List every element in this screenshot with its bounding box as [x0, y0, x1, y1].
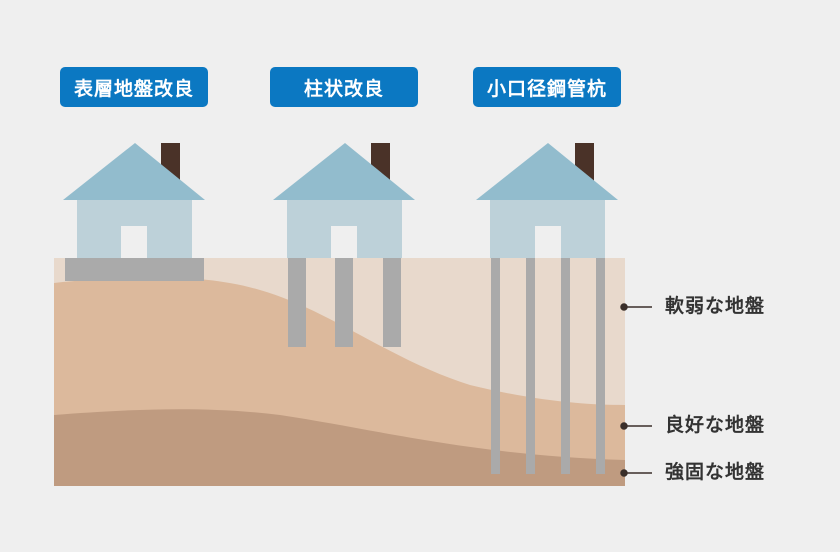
column-pile — [335, 258, 353, 347]
leader-lines — [620, 303, 652, 477]
column-pile — [288, 258, 306, 347]
house-steel-pipe-pile — [476, 143, 618, 474]
layer-label-soft: 軟弱な地盤 — [665, 295, 766, 317]
house-column-improvement — [273, 143, 415, 347]
hard-ground-layer — [54, 409, 625, 486]
column-pile — [383, 258, 401, 347]
steel-pile — [526, 258, 535, 474]
method-tag-steel-pipe: 小口径鋼管杭 — [473, 67, 621, 107]
surface-slab — [65, 258, 204, 281]
method-tag-column: 柱状改良 — [270, 67, 418, 107]
house-surface-improvement — [63, 143, 205, 281]
steel-pile — [596, 258, 605, 474]
layer-label-hard: 強固な地盤 — [665, 461, 766, 483]
steel-pile — [561, 258, 570, 474]
steel-pile — [491, 258, 500, 474]
layer-label-good: 良好な地盤 — [665, 414, 766, 436]
method-tag-surface: 表層地盤改良 — [60, 67, 208, 107]
